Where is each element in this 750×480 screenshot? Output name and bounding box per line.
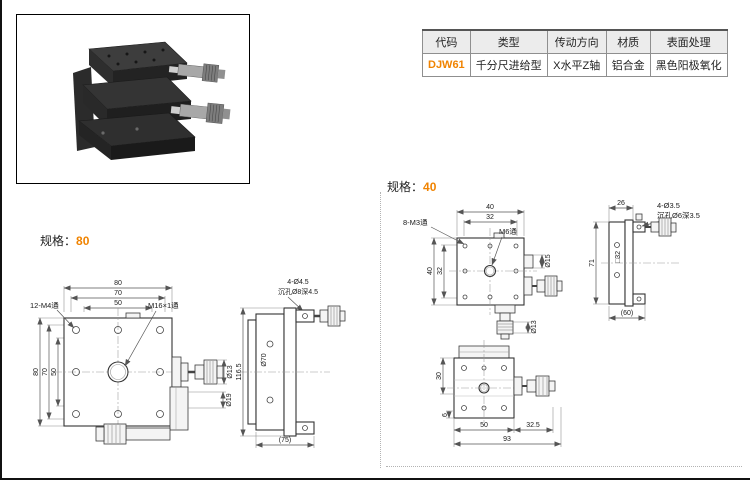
- dim-dia13: Ø13: [531, 320, 538, 333]
- spec80-bottom-micrometer: [95, 423, 171, 445]
- dim-32-top: 32: [486, 214, 494, 221]
- cbore-callout-line1: 4-Ø3.5: [657, 201, 680, 210]
- dim-dia15: Ø15: [545, 254, 552, 267]
- spec40-side-micrometer: [645, 217, 677, 237]
- spec80-front-view: 80 70 50 80 70 50 12-M4通 M16×1通: [30, 280, 184, 438]
- spec40-label: 规格：40: [387, 178, 436, 195]
- dim-height-71: 71: [589, 259, 596, 267]
- stage-base-front-face: [111, 137, 195, 160]
- cell-direction: X水平Z轴: [546, 53, 607, 77]
- center-hole-m6: [483, 264, 497, 278]
- photo-upper-micrometer: [168, 63, 226, 83]
- center-hole-thread: [110, 364, 126, 380]
- spec40-drawing: 40 32 40 32 8-M3通 M6通 Ø15: [403, 200, 700, 447]
- cbore-callout-line2: 沉孔Ø6深3.5: [657, 211, 700, 220]
- dim-sq32: □32: [615, 251, 622, 263]
- col-header-code: 代码: [422, 29, 471, 54]
- dim-80-top: 80: [114, 280, 122, 287]
- spec80-label-value: 80: [76, 234, 90, 248]
- spec80-label: 规格：80: [40, 232, 89, 249]
- top-plate-holes: [107, 48, 165, 66]
- flange-tab-bottom: [295, 421, 315, 435]
- section-divider-horizontal: [386, 466, 742, 467]
- spec40-side-view: 26 4-Ø3.5 沉孔Ø6深3.5 71 □32 (60): [589, 200, 700, 321]
- dim-50: 50: [480, 422, 488, 429]
- col-header-material: 材质: [605, 29, 651, 54]
- dim-40-left: 40: [427, 267, 434, 275]
- product-photo-frame: [16, 14, 250, 184]
- dim-30: 30: [436, 372, 443, 380]
- spec40-label-prefix: 规格：: [387, 180, 424, 194]
- col-header-direction: 传动方向: [546, 29, 607, 54]
- dim-40-top: 40: [486, 204, 494, 211]
- dim-dia70: Ø70: [261, 353, 268, 366]
- cbore-callout-line2: 沉孔Ø8深4.5: [278, 287, 318, 296]
- dim-32-left: 32: [437, 267, 444, 275]
- center-callout-label: M16×1通: [148, 300, 179, 310]
- dim-height-116-5: 116.5: [236, 363, 243, 380]
- flange-tab-bottom: [632, 293, 646, 305]
- stage-top-side-face: [89, 49, 113, 87]
- top-screw: [635, 213, 643, 221]
- spec80-side-micrometer: [314, 305, 346, 327]
- mounting-holes-m3: [462, 243, 519, 300]
- dim-depth-60: (60): [621, 310, 633, 317]
- product-photo: [73, 41, 231, 160]
- stage-mid-side-face: [83, 85, 107, 127]
- spec80-side-view: 4-Ø4.5 沉孔Ø8深4.5 116.5 Ø70 (75): [236, 279, 346, 448]
- spec40-z-micrometer: Ø13: [494, 304, 538, 340]
- spec40-bottom-view: 30 6 50 32.5 93: [436, 340, 562, 447]
- col-header-type: 类型: [469, 29, 548, 54]
- col-header-finish: 表面处理: [649, 29, 728, 54]
- base-screw: [101, 131, 105, 135]
- stage-photo-illustration: [73, 41, 231, 160]
- spec80-label-prefix: 规格：: [40, 234, 77, 248]
- dim-dia13: Ø13: [227, 365, 234, 378]
- center-hole-thread: [485, 266, 495, 276]
- dim-70-left: 70: [42, 368, 49, 376]
- section-divider-vertical: [380, 192, 381, 468]
- spec40-bottom-micrometer: [513, 375, 556, 397]
- spec-table-header-row: 代码 类型 传动方向 材质 表面处理: [422, 29, 728, 54]
- spec40-front-view: 40 32 40 32 8-M3通 M6通 Ø15: [403, 204, 552, 315]
- gib-screw-boss: [493, 232, 505, 239]
- dim-70-top: 70: [114, 290, 122, 297]
- spec80-x-micrometer: Ø13: [171, 356, 234, 388]
- spec80-z-bracket: Ø19: [169, 386, 233, 431]
- dim-depth-75: (75): [279, 437, 291, 444]
- center-hole-m16: [107, 361, 129, 383]
- flange-tab-top: [632, 221, 646, 233]
- spec40-x-micrometer: [523, 275, 563, 297]
- dim-26: 26: [617, 200, 625, 207]
- dim-6: 6: [442, 413, 449, 417]
- photo-lower-micrometer: [170, 102, 231, 124]
- holes-callout-label: 8-M3通: [403, 217, 428, 227]
- base-screw: [135, 127, 139, 131]
- dim-93: 93: [503, 436, 511, 443]
- spec40-label-value: 40: [423, 180, 437, 194]
- dim-80-left: 80: [33, 368, 40, 376]
- mounting-holes-m4: [72, 326, 164, 418]
- side-boss: [523, 254, 534, 269]
- dim-32-5: 32.5: [526, 422, 540, 429]
- gib-screw-boss: [125, 312, 141, 319]
- dim-dia19: Ø19: [226, 393, 233, 406]
- cbore-callout-line1: 4-Ø4.5: [287, 279, 309, 286]
- stage-base-side-face: [79, 121, 111, 160]
- spec-table-data-row: DJW61 千分尺进给型 X水平Z轴 铝合金 黑色阳极氧化: [422, 53, 728, 77]
- center-callout-label: M6通: [499, 226, 517, 236]
- holes-callout-label: 12-M4通: [30, 300, 59, 310]
- dim-50-top: 50: [114, 300, 122, 307]
- spec80-drawing: 80 70 50 80 70 50 12-M4通 M16×1通: [30, 279, 346, 448]
- cell-type: 千分尺进给型: [469, 53, 548, 77]
- flange-tab-top: [295, 309, 315, 323]
- product-spec-table: 代码 类型 传动方向 材质 表面处理 DJW61 千分尺进给型 X水平Z轴 铝合…: [422, 29, 728, 77]
- cell-finish: 黑色阳极氧化: [649, 53, 728, 77]
- cell-code: DJW61: [422, 53, 471, 77]
- cell-material: 铝合金: [605, 53, 651, 77]
